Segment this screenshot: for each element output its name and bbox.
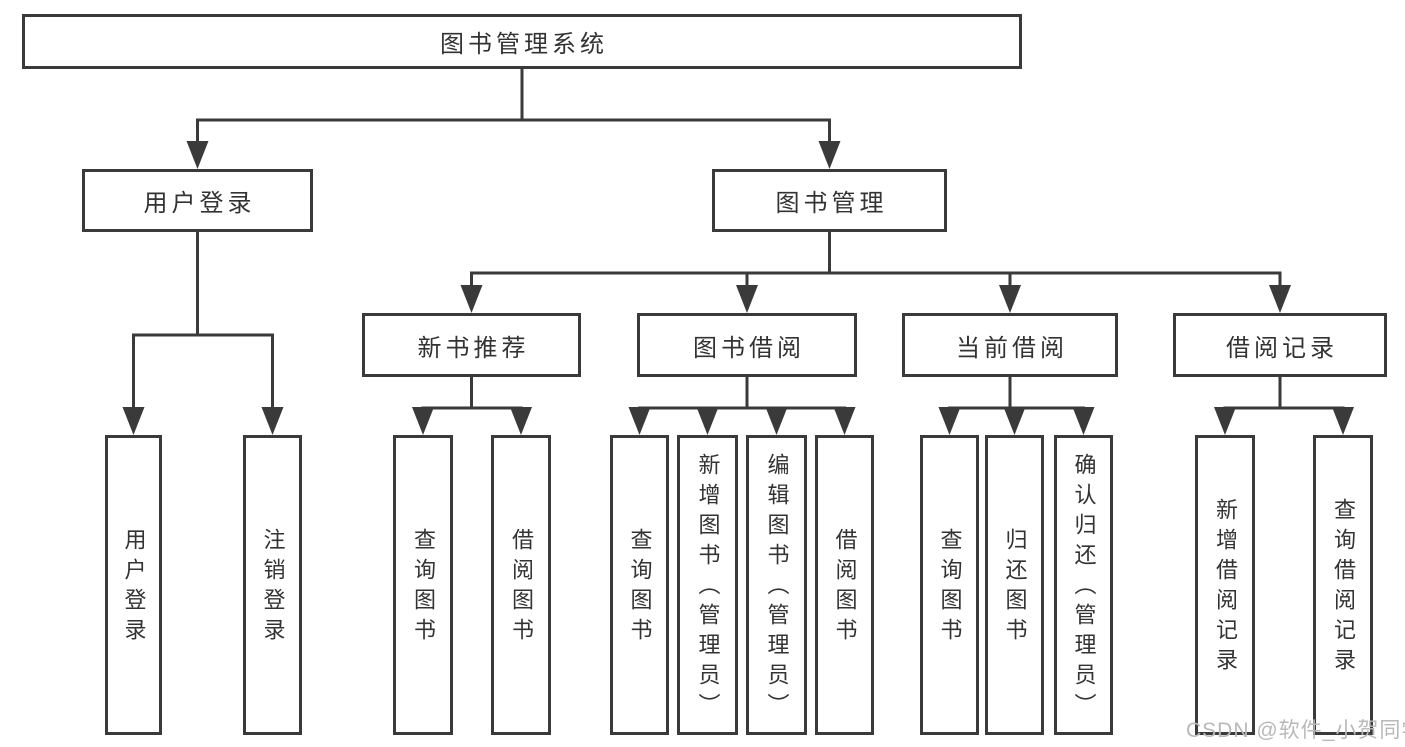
leaf-query-books-current: 查询图书 bbox=[920, 435, 979, 735]
node-borrow-records: 借阅记录 bbox=[1173, 313, 1387, 377]
node-label: 用户登录 bbox=[143, 190, 256, 217]
node-label: 新增图书（管理员） bbox=[695, 453, 721, 723]
node-user-login: 用户登录 bbox=[82, 169, 313, 232]
node-label: 借阅图书 bbox=[832, 528, 858, 648]
node-label: 查询图书 bbox=[937, 528, 963, 648]
node-label: 图书借阅 bbox=[693, 334, 805, 362]
leaf-query-books-borrow: 查询图书 bbox=[610, 435, 669, 735]
node-label: 归还图书 bbox=[1002, 528, 1028, 648]
node-label: 图书管理系统 bbox=[440, 31, 608, 58]
node-current-borrow: 当前借阅 bbox=[902, 313, 1118, 377]
leaf-add-borrow-record: 新增借阅记录 bbox=[1195, 435, 1255, 735]
leaf-borrow-books-2: 借阅图书 bbox=[815, 435, 874, 735]
node-label: 借阅图书 bbox=[509, 528, 534, 648]
node-label: 确认归还（管理员） bbox=[1071, 453, 1097, 723]
node-label: 新增借阅记录 bbox=[1213, 498, 1238, 678]
leaf-confirm-return-admin: 确认归还（管理员） bbox=[1054, 435, 1113, 735]
node-label: 查询图书 bbox=[411, 528, 436, 648]
arrowheads bbox=[122, 141, 1354, 435]
node-label: 注销登录 bbox=[260, 528, 286, 648]
node-label: 借阅记录 bbox=[1226, 334, 1338, 362]
leaf-user-login: 用户登录 bbox=[105, 435, 162, 735]
node-label: 编辑图书（管理员） bbox=[764, 453, 790, 723]
node-book-management: 图书管理 bbox=[712, 169, 947, 232]
node-label: 当前借阅 bbox=[956, 334, 1068, 362]
node-book-borrow: 图书借阅 bbox=[637, 313, 857, 377]
leaf-return-book: 归还图书 bbox=[985, 435, 1044, 735]
leaf-logout: 注销登录 bbox=[243, 435, 302, 735]
csdn-watermark: CSDN @软件_小贺同学 bbox=[1186, 719, 1405, 742]
leaf-add-book-admin: 新增图书（管理员） bbox=[677, 435, 738, 735]
leaf-edit-book-admin: 编辑图书（管理员） bbox=[746, 435, 807, 735]
node-system-root: 图书管理系统 bbox=[22, 14, 1022, 69]
node-label: 图书管理 bbox=[775, 190, 888, 217]
node-new-book-recommend: 新书推荐 bbox=[362, 313, 581, 377]
node-label: 用户登录 bbox=[121, 528, 147, 648]
node-label: 新书推荐 bbox=[417, 334, 530, 362]
leaf-query-books-recommend: 查询图书 bbox=[393, 435, 453, 735]
leaf-query-borrow-record: 查询借阅记录 bbox=[1313, 435, 1373, 735]
leaf-borrow-books-recommend: 借阅图书 bbox=[491, 435, 551, 735]
node-label: 查询图书 bbox=[627, 528, 653, 648]
node-label: 查询借阅记录 bbox=[1331, 498, 1356, 678]
